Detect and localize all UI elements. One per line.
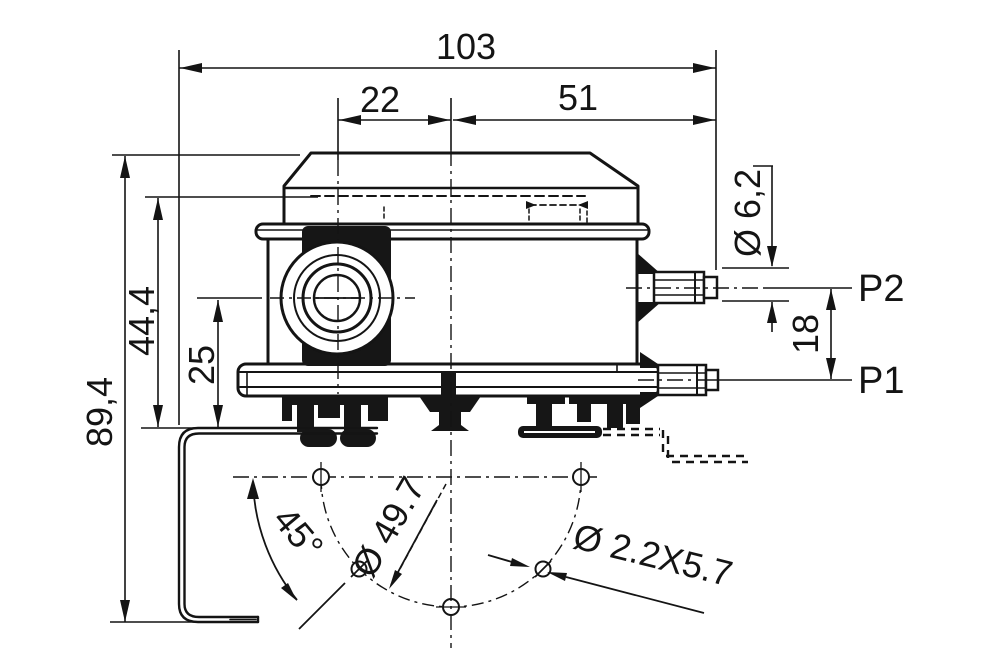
hidden-arrow-left — [526, 201, 536, 209]
slot-leader-right — [565, 576, 705, 614]
slot-hole-right — [534, 560, 552, 578]
cable-gland — [270, 226, 415, 366]
dim-d62-label: Ø 6,2 — [727, 169, 768, 257]
mounting-feet — [282, 372, 640, 447]
dim-444-label: 44,4 — [121, 286, 162, 356]
slot-leader-left — [487, 554, 513, 563]
dim-18-label: 18 — [785, 314, 826, 354]
dim-103-label: 103 — [436, 26, 496, 67]
dim-22-label: 22 — [360, 79, 400, 120]
dim-slot-label: Ø 2.2X5.7 — [569, 515, 736, 594]
hidden-mounting-plate — [603, 427, 750, 464]
dimension-lines — [110, 50, 852, 648]
cover-hidden-ticks — [383, 206, 588, 223]
dim-25-label: 25 — [181, 345, 222, 385]
mounting-hole-right — [572, 462, 590, 492]
hidden-arrow-right — [578, 201, 588, 209]
dim-bolt-circle-label: Ø 49.7 — [343, 470, 433, 584]
mounting-bracket — [177, 426, 379, 624]
p2-weld-upper — [636, 252, 661, 274]
dim-45-radial — [298, 582, 346, 630]
slot-hole-left — [350, 560, 368, 578]
d497-leader — [390, 499, 438, 586]
dim-51-label: 51 — [558, 77, 598, 118]
dim-45deg-label: 45° — [265, 499, 331, 567]
mounting-hole-left — [312, 462, 330, 492]
port-p2-label: P2 — [858, 268, 904, 310]
dim-894-label: 89,4 — [79, 377, 120, 447]
p2-weld-lower — [636, 302, 661, 324]
port-p1-label: P1 — [858, 360, 904, 402]
